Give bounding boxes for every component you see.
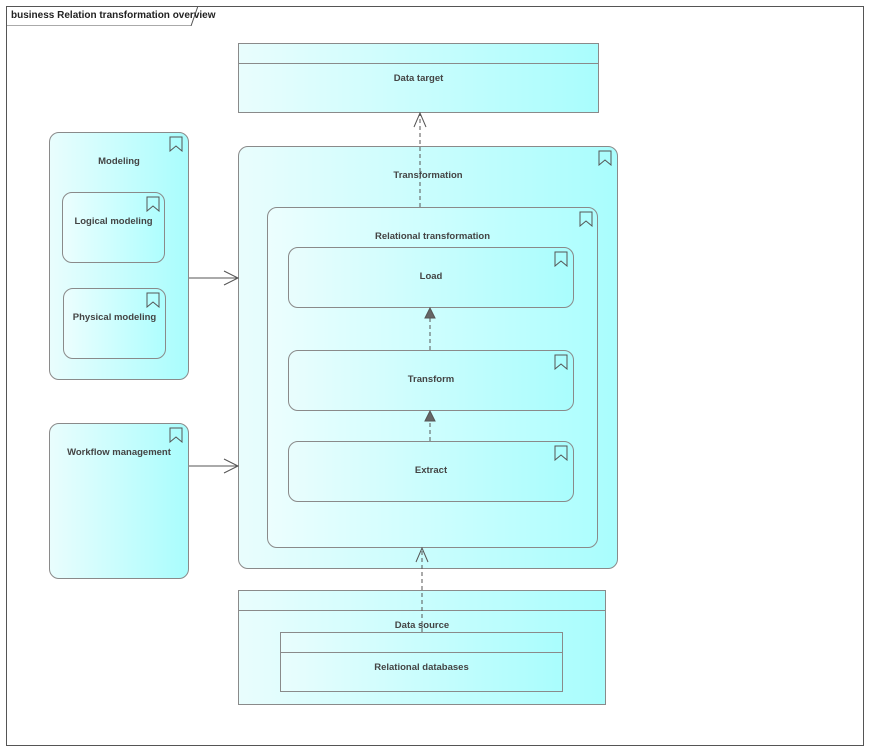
capability-icon (554, 445, 568, 461)
data-source-label: Data source (394, 620, 450, 631)
load-node[interactable]: Load (288, 247, 574, 308)
capability-icon (554, 251, 568, 267)
data-target-label: Data target (393, 73, 444, 84)
capability-icon (169, 136, 183, 152)
capability-icon (598, 150, 612, 166)
data-target-divider (239, 63, 598, 64)
data-source-divider (239, 610, 605, 611)
relational-transformation-label: Relational transformation (374, 231, 491, 242)
workflow-management-label: Workflow management (67, 447, 171, 458)
physical-modeling-node[interactable]: Physical modeling (63, 288, 166, 359)
capability-icon (146, 292, 160, 308)
transform-label: Transform (407, 374, 455, 385)
logical-modeling-label: Logical modeling (74, 216, 153, 227)
relational-databases-node[interactable]: Relational databases (280, 632, 563, 692)
transform-node[interactable]: Transform (288, 350, 574, 411)
physical-modeling-label: Physical modeling (72, 312, 157, 323)
frame-tab (6, 6, 198, 26)
capability-icon (146, 196, 160, 212)
data-target-node[interactable]: Data target (238, 43, 599, 113)
modeling-label: Modeling (98, 156, 140, 167)
logical-modeling-node[interactable]: Logical modeling (62, 192, 165, 263)
load-label: Load (419, 271, 443, 282)
capability-icon (169, 427, 183, 443)
relational-databases-label: Relational databases (374, 662, 469, 673)
capability-icon (579, 211, 593, 227)
extract-node[interactable]: Extract (288, 441, 574, 502)
relational-databases-divider (281, 652, 562, 653)
diagram-frame (6, 6, 864, 746)
frame-title: business Relation transformation overvie… (11, 10, 216, 21)
extract-label: Extract (414, 465, 448, 476)
capability-icon (554, 354, 568, 370)
transformation-label: Transformation (393, 170, 463, 181)
workflow-management-node[interactable]: Workflow management (49, 423, 189, 579)
